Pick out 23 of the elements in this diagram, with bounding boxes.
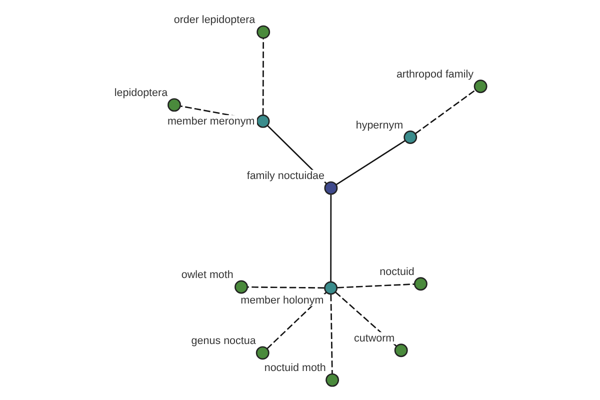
connector: [335, 140, 405, 186]
node-circle: [325, 373, 339, 387]
node-label: owlet moth: [180, 269, 233, 282]
node-label: noctuid moth: [264, 362, 326, 374]
node-label: order lepidoptera: [173, 14, 255, 26]
connector: [266, 292, 326, 350]
node-circle: [234, 280, 248, 294]
connector: [262, 38, 264, 115]
node-label: arthropod family: [396, 68, 474, 80]
node-label: lepidoptera: [114, 87, 168, 100]
node-label: noctuid: [379, 266, 414, 278]
node-label: hypernym: [355, 119, 403, 132]
node-circle: [473, 80, 487, 94]
node-circle: [413, 277, 427, 291]
connector: [330, 194, 332, 282]
connector: [336, 283, 414, 288]
node-circle: [255, 346, 269, 360]
connector: [330, 294, 332, 374]
node-circle: [403, 130, 417, 144]
node-label: genus noctua: [190, 335, 256, 348]
node-circle: [167, 98, 180, 112]
node-circle: [256, 25, 270, 39]
connector: [414, 89, 476, 134]
